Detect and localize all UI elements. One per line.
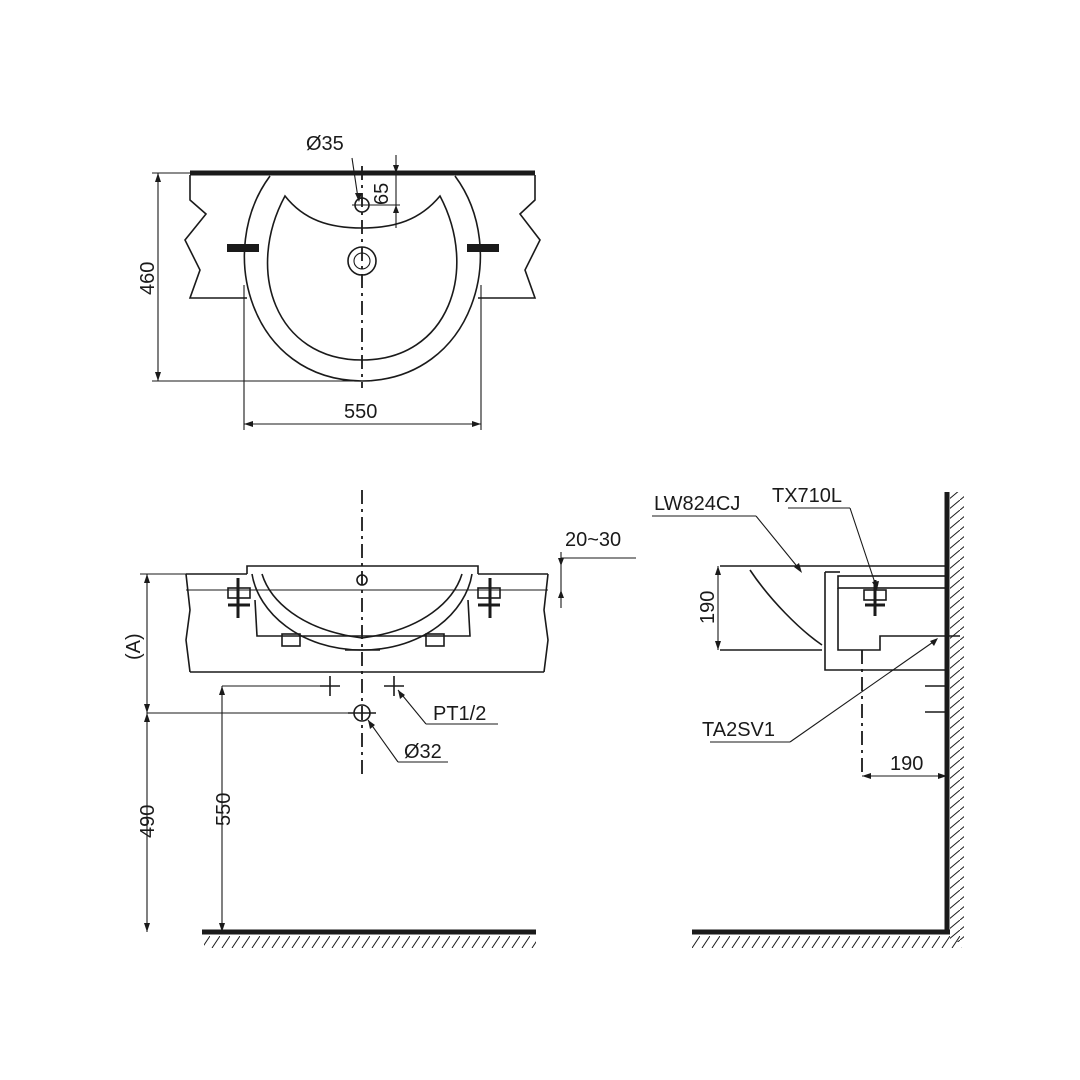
right-bolt (467, 244, 499, 252)
front-left-bolt (227, 578, 251, 618)
inner-bowl (266, 194, 458, 361)
left-bolt (227, 244, 259, 252)
supply-height-label: 550 (213, 793, 235, 826)
front-view: 20~30 (A) PT1/2 Ø32 49 (123, 490, 636, 948)
depth-label: 460 (137, 262, 159, 295)
faucet-model-label: TX710L (772, 485, 842, 507)
front-panel-right-edge (543, 573, 549, 673)
side-floor-hatch (692, 936, 962, 948)
supply-thread-label: PT1/2 (433, 703, 486, 725)
basin-height-label: 190 (697, 591, 719, 624)
basin-model-label: LW824CJ (654, 493, 740, 515)
drain-symbol (348, 704, 376, 722)
side-wall-hatch (950, 492, 964, 942)
side-view: 190 190 LW824CJ TX710L TA2SV1 (652, 485, 964, 948)
left-bracket-panel (184, 175, 247, 299)
height-a-label: (A) (123, 633, 145, 660)
drain-height-label: 490 (137, 805, 159, 838)
front-basin-rim (246, 565, 479, 574)
supply-symbol-left (320, 676, 340, 696)
trap-model-label: TA2SV1 (702, 719, 775, 741)
side-basin-bowl (749, 569, 823, 646)
hole-offset-label: 65 (371, 183, 393, 205)
mount-gap-label: 20~30 (565, 529, 621, 551)
width-label: 550 (344, 401, 377, 423)
front-right-bolt (477, 578, 501, 618)
side-bracket-panel (824, 572, 947, 671)
front-faucet-hole (356, 574, 368, 586)
front-floor-hatch (204, 936, 536, 948)
front-panel-left-edge (185, 573, 191, 673)
right-bracket-panel (478, 175, 541, 299)
hole-diameter-label: Ø35 (306, 133, 344, 155)
trap-offset-label: 190 (890, 753, 923, 775)
drain-diameter-label: Ø32 (404, 741, 442, 763)
top-view: Ø35 65 460 550 (137, 133, 541, 430)
supply-symbol-right (384, 676, 404, 696)
